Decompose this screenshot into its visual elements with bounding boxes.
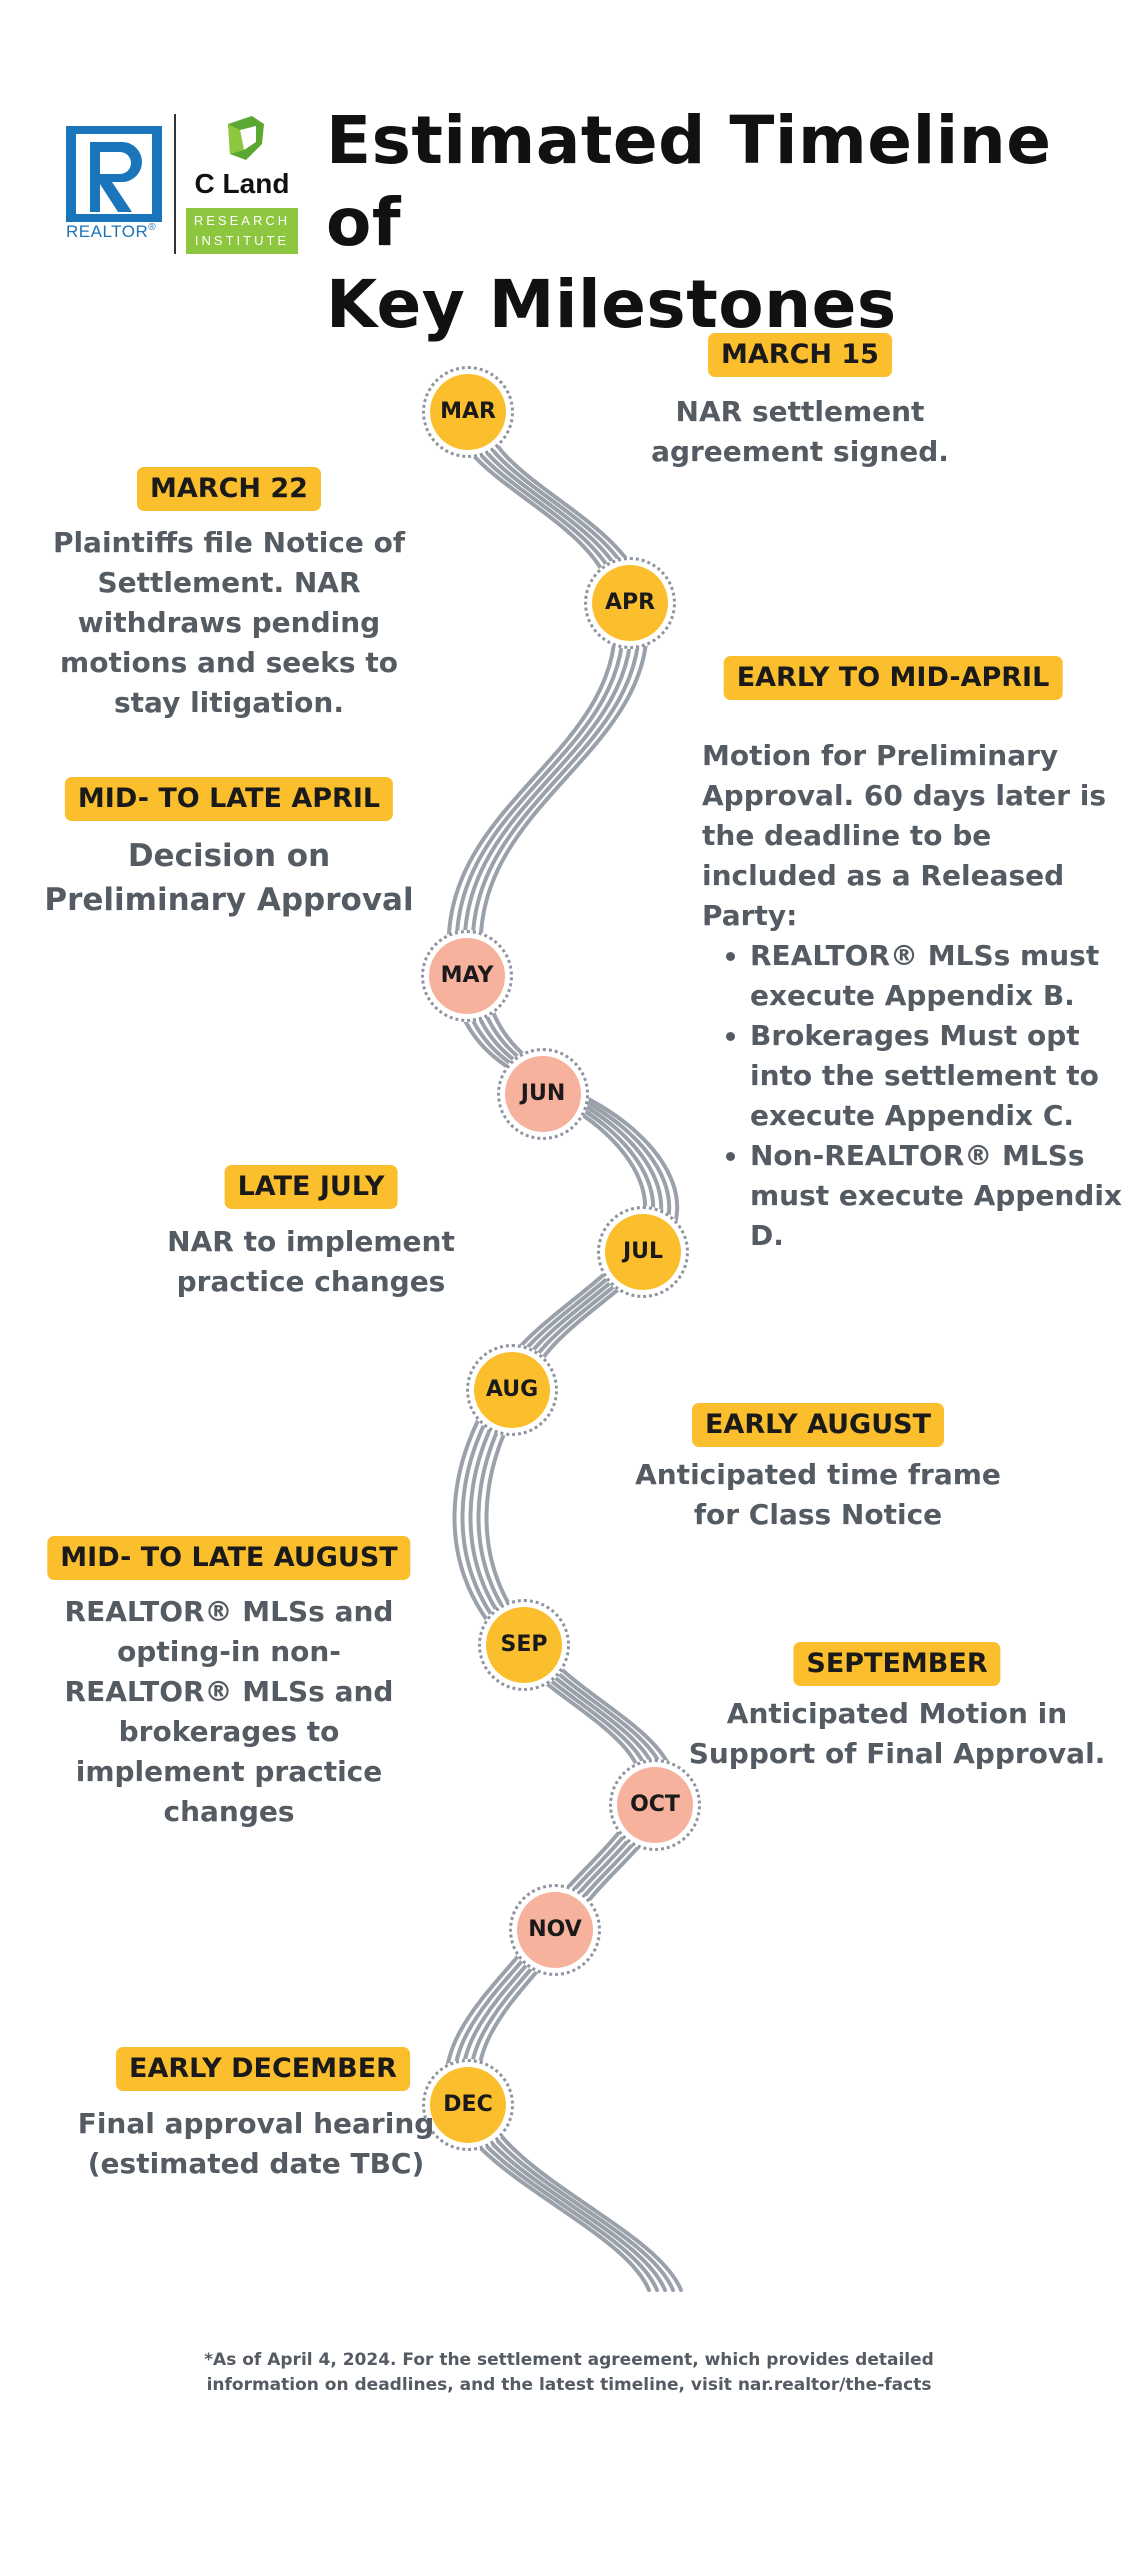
milestone-early-mid-april-intro: Motion for Preliminary Approval. 60 days… — [702, 739, 1107, 932]
realtor-logo: REALTOR® — [66, 126, 166, 246]
milestone-march15-text: NAR settlement agreement signed. — [651, 395, 949, 468]
milestone-mid-late-august-text: REALTOR® MLSs and opting-in non-REALTOR®… — [64, 1595, 394, 1828]
footnote: *As of April 4, 2024. For the settlement… — [204, 2350, 934, 2395]
list-item: Non-REALTOR® MLSs must execute Appendix … — [750, 1136, 1122, 1256]
leaf-icon — [228, 116, 264, 160]
milestone-early-mid-april-body: Motion for Preliminary Approval. 60 days… — [702, 736, 1122, 1256]
list-item: REALTOR® MLSs must execute Appendix B. — [750, 936, 1122, 1016]
milestone-early-august-label: EARLY AUGUST — [691, 1403, 945, 1447]
milestone-september-label: SEPTEMBER — [793, 1642, 1001, 1686]
title-line-1: Estimated Timeline of — [326, 102, 1052, 261]
milestone-mid-late-april-text: Decision on Preliminary Approval — [44, 838, 414, 918]
milestone-march22-text: Plaintiffs file Notice of Settlement. NA… — [52, 526, 406, 719]
month-aug: AUG — [474, 1352, 550, 1428]
realtor-logo-mark: ® — [148, 222, 157, 233]
month-oct: OCT — [617, 1767, 693, 1843]
page-title: Estimated Timeline of Key Milestones — [326, 100, 1126, 346]
milestone-mid-late-april-label: MID- TO LATE APRIL — [64, 777, 394, 821]
list-item: Brokerages Must opt into the settlement … — [750, 1016, 1122, 1136]
month-dec: DEC — [430, 2067, 506, 2143]
milestone-early-december-label: EARLY DECEMBER — [116, 2047, 410, 2091]
milestone-early-december-text: Final approval hearing (estimated date T… — [77, 2107, 435, 2180]
milestone-march15-label: MARCH 15 — [708, 333, 892, 377]
month-jul: JUL — [605, 1214, 681, 1290]
cland-logo-name: C Land — [194, 168, 290, 199]
cland-logo-sub: RESEARCH INSTITUTE — [186, 208, 298, 254]
milestone-september-text: Anticipated Motion in Support of Final A… — [688, 1697, 1106, 1770]
month-may: MAY — [429, 938, 505, 1014]
month-mar: MAR — [430, 374, 506, 450]
month-nov: NOV — [517, 1892, 593, 1968]
month-apr: APR — [592, 565, 668, 641]
logo-divider — [174, 114, 176, 254]
milestone-late-july-text: NAR to implement practice changes — [167, 1225, 455, 1298]
title-line-2: Key Milestones — [326, 266, 897, 343]
milestone-late-july-label: LATE JULY — [224, 1165, 398, 1209]
milestone-early-august-text: Anticipated time frame for Class Notice — [635, 1458, 1001, 1531]
milestone-mid-late-august-label: MID- TO LATE AUGUST — [47, 1536, 411, 1580]
month-sep: SEP — [486, 1607, 562, 1683]
realtor-logo-text: REALTOR — [66, 222, 149, 241]
cland-logo: C Land RESEARCH INSTITUTE — [182, 114, 302, 256]
milestone-march22-label: MARCH 22 — [137, 467, 321, 511]
month-jun: JUN — [505, 1056, 581, 1132]
milestone-early-mid-april-label: EARLY TO MID-APRIL — [723, 656, 1063, 700]
realtor-r-icon — [66, 126, 162, 222]
released-party-list: REALTOR® MLSs must execute Appendix B. B… — [702, 936, 1122, 1256]
